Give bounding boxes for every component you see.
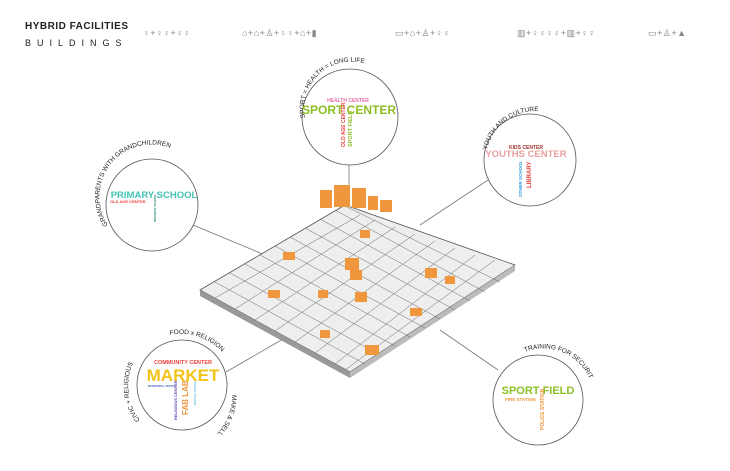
label-health-center: HEALTH CENTER [327, 98, 369, 104]
isometric-city [199, 185, 516, 378]
label-police-station: POLICE STATION [540, 388, 546, 430]
icon-group-market: ⌂+⌂+♙+♀♀+⌂+▮ [242, 28, 318, 38]
label-digital-office: DIGITAL OFFICE [193, 381, 197, 405]
label-kids-center: KIDS CENTER [509, 145, 543, 151]
label-religious-center: RELIGIOUS CENTER [173, 380, 178, 420]
icon-group-sport: ▥+♀♀♀♀+▥+♀♀ [517, 28, 596, 38]
label-library: LIBRARY [527, 162, 533, 188]
label-market: MARKET [147, 366, 220, 385]
highlighted-buildings [268, 185, 455, 355]
label-fab-lab: FAB LAB [181, 380, 190, 415]
label-sport-field: SPORT FIELD [348, 111, 354, 147]
label-sport-field: SPORT FIELD [502, 385, 575, 397]
subtitle: BUILDINGS [25, 38, 128, 48]
icon-group-people: ♀+♀♀+♀♀ [143, 28, 191, 38]
label-other-school: OTHER SCHOOL [518, 160, 523, 197]
label-old-age-center: OLD AGE CENTER [341, 102, 347, 147]
label-sport-center: SPORT CENTER [302, 103, 396, 117]
label-primary-school: PRIMARY SCHOOL [111, 190, 198, 201]
label-nursery-school: NURSERY SCHOOL [153, 194, 157, 222]
icon-group-security: ▭+♙+▲ [648, 28, 687, 38]
icon-group-community: ▭+⌂+♙+♀♀ [395, 28, 451, 38]
label-community-center: COMMUNITY CENTER [154, 360, 212, 366]
label-fire-station: FIRE STATION [505, 397, 536, 402]
label-old-age-center: OLD AGE CENTER [110, 199, 146, 204]
label-municipal-office: MUNICIPAL OFFICE [148, 384, 176, 388]
label-youths-center: YOUTHS CENTER [485, 149, 566, 160]
title: HYBRID FACILITIES [25, 21, 129, 32]
